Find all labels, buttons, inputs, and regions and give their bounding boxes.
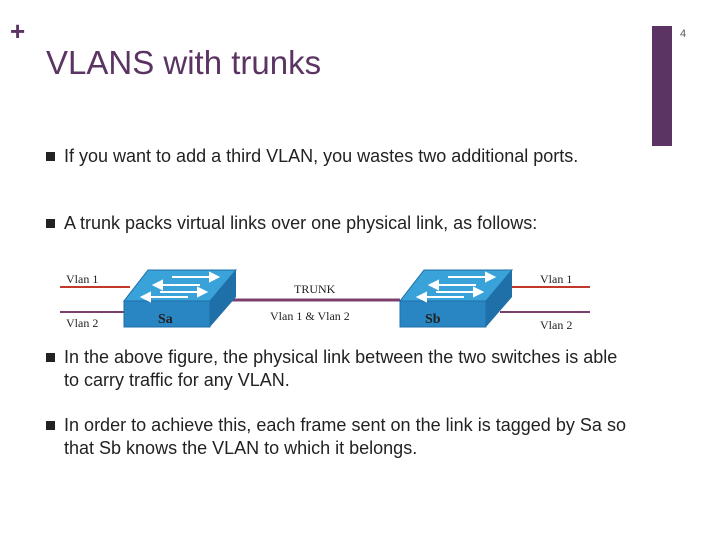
slide-number: 4: [680, 28, 687, 40]
bullet-text: In order to achieve this, each frame sen…: [64, 415, 626, 458]
bullet-square-icon: [46, 219, 55, 228]
bullet-item: In order to achieve this, each frame sen…: [46, 414, 626, 460]
bullet-square-icon: [46, 421, 55, 430]
bullet-text: A trunk packs virtual links over one phy…: [64, 213, 538, 233]
left-vlan2-label: Vlan 2: [66, 316, 98, 330]
bullet-text: If you want to add a third VLAN, you was…: [64, 146, 579, 166]
bullet-item: In the above figure, the physical link b…: [46, 346, 626, 392]
right-vlan1-label: Vlan 1: [540, 272, 572, 286]
right-vlan2-label: Vlan 2: [540, 318, 572, 332]
switch-a-icon: [122, 269, 238, 328]
accent-bar: [652, 26, 672, 146]
plus-mark: +: [10, 16, 26, 46]
bullet-square-icon: [46, 353, 55, 362]
left-vlan1-label: Vlan 1: [66, 272, 98, 286]
bullet-text: In the above figure, the physical link b…: [64, 347, 618, 390]
bullet-item: A trunk packs virtual links over one phy…: [46, 212, 626, 235]
switch-b-label: Sb: [425, 312, 441, 327]
trunk-vlans-label: Vlan 1 & Vlan 2: [270, 309, 350, 323]
switch-a-label: Sa: [158, 312, 173, 327]
bullet-square-icon: [46, 152, 55, 161]
switch-b-icon: [398, 269, 514, 328]
trunk-diagram: Vlan 1 Vlan 2 Sa TRUNK Vlan 1 & Vlan 2 S…: [60, 269, 590, 332]
trunk-label: TRUNK: [294, 282, 336, 296]
slide-title: VLANS with trunks: [46, 44, 322, 81]
bullet-item: If you want to add a third VLAN, you was…: [46, 145, 626, 168]
